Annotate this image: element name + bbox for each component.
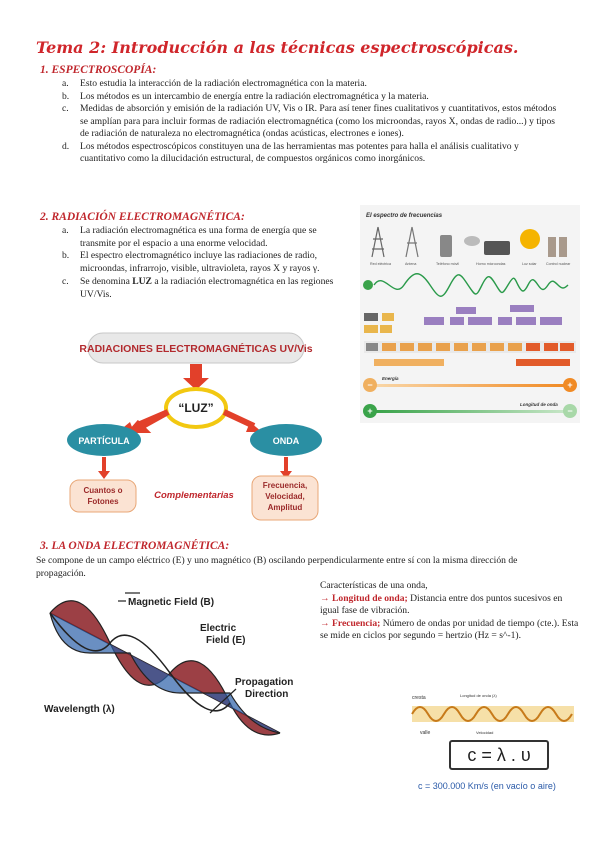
list-item: b.El espectro electromagnético incluye l… [62, 250, 320, 274]
list-item: d.Los métodos espectroscópicos constituy… [62, 140, 519, 165]
svg-text:Luz solar: Luz solar [522, 262, 537, 266]
phone-icon [440, 235, 452, 257]
small-wave-figure: cresta valle Longitud de onda (λ) Veloci… [411, 693, 574, 736]
fotones-box [69, 479, 137, 513]
wavelength-bar [376, 410, 566, 413]
list-item: a.La radiación electromagnética es una f… [62, 225, 317, 249]
microwave-icon [484, 241, 510, 255]
svg-text:Teléfono móvil: Teléfono móvil [436, 262, 459, 266]
svg-text:Longitud de onda (λ): Longitud de onda (λ) [460, 693, 497, 698]
spectrum-figure: El espectro de frecuencias Red eléctrica… [360, 205, 580, 423]
section-3-intro: Se compone de un campo eléctrico (E) y u… [36, 555, 518, 579]
svg-text:Red eléctrica: Red eléctrica [370, 262, 391, 266]
energy-bar [376, 384, 566, 387]
svg-text:−: − [367, 380, 372, 390]
section-2-heading: 2. RADIACIÓN ELECTROMAGNÉTICA: [40, 211, 245, 223]
svg-text:Horno microondas: Horno microondas [476, 262, 506, 266]
cooling-tower-icon [559, 237, 567, 257]
svg-text:+: + [367, 406, 372, 416]
wavelength-label: Longitud de onda [520, 402, 558, 407]
arrow-right-icon [222, 409, 256, 429]
arrow-left-icon [126, 409, 170, 433]
dish-icon [464, 236, 480, 246]
energy-label: Energía [382, 376, 399, 381]
particula-label: PARTÍCULA [78, 436, 130, 446]
sun-icon [520, 229, 540, 249]
onda-ellipse [250, 424, 322, 456]
section-1-heading: 1. ESPECTROSCOPÍA: [40, 64, 157, 76]
arrow-down-icon [98, 471, 110, 479]
list-item: b.Los métodos es un intercambio de energ… [62, 90, 429, 102]
svg-text:Antena: Antena [405, 262, 416, 266]
svg-text:valle: valle [420, 730, 431, 736]
diagram-banner [87, 332, 305, 364]
onda-props-box [251, 475, 319, 521]
wave-characteristics: Características de una onda, → Longitud … [320, 580, 580, 643]
onda-props-text: Frecuencia,Velocidad,Amplitud [263, 481, 307, 512]
complementarias-label: Complementarias [154, 490, 234, 501]
svg-text:cresta: cresta [412, 695, 426, 701]
list-item: c.Medidas de absorción y emisión de la r… [62, 103, 557, 139]
magnetic-field-label: Magnetic Field (B) [128, 597, 214, 608]
cooling-tower-icon [548, 237, 556, 257]
arrow-down-icon [183, 364, 209, 390]
sine-wave [411, 706, 573, 722]
list-item: c.Se denomina LUZ a la radiación electro… [62, 276, 334, 300]
speed-of-light: c = 300.000 Km/s (en vacío o aire) [418, 781, 556, 791]
svg-text:Control nuclear: Control nuclear [546, 262, 571, 266]
frecuencia-item: → Frecuencia; Número de ondas por unidad… [320, 617, 579, 642]
page-title: Tema 2: Introducción a las técnicas espe… [36, 38, 519, 57]
svg-text:−: − [567, 406, 572, 416]
section-2-list: a.La radiación electromagnética es una f… [44, 225, 344, 301]
magnetic-field-wave [49, 612, 281, 734]
formula-box: c = λ . υ [449, 740, 549, 770]
svg-text:+: + [567, 380, 572, 390]
list-item: a.Esto estudia la interacción de la radi… [62, 78, 367, 89]
power-tower-icon [371, 226, 385, 258]
svg-text:Velocidad: Velocidad [476, 730, 493, 735]
wavelength-label: Wavelength (λ) [44, 704, 115, 715]
longitud-item: → Longitud de onda; Distancia entre dos … [320, 592, 563, 617]
arrow-down-icon [280, 471, 292, 479]
luz-label: “LUZ” [178, 401, 213, 415]
onda-label: ONDA [273, 436, 300, 446]
section-1-list: a.Esto estudia la interacción de la radi… [44, 78, 564, 166]
diagram-banner-text: RADIACIONES ELECTROMAGNÉTICAS UV/Vis [79, 342, 312, 355]
spectrum-wave [373, 273, 569, 297]
particula-ellipse [67, 424, 141, 456]
characteristics-title: Características de una onda, [320, 580, 428, 591]
luz-diagram: RADIACIONES ELECTROMAGNÉTICAS UV/Vis “LU… [67, 332, 322, 521]
source-icons [371, 226, 567, 258]
section-3-heading: 3. LA ONDA ELECTROMAGNÉTICA: [40, 540, 230, 552]
spectrum-title: El espectro de frecuencias [366, 213, 443, 219]
luz-ellipse [164, 387, 228, 429]
antenna-icon [405, 226, 419, 258]
